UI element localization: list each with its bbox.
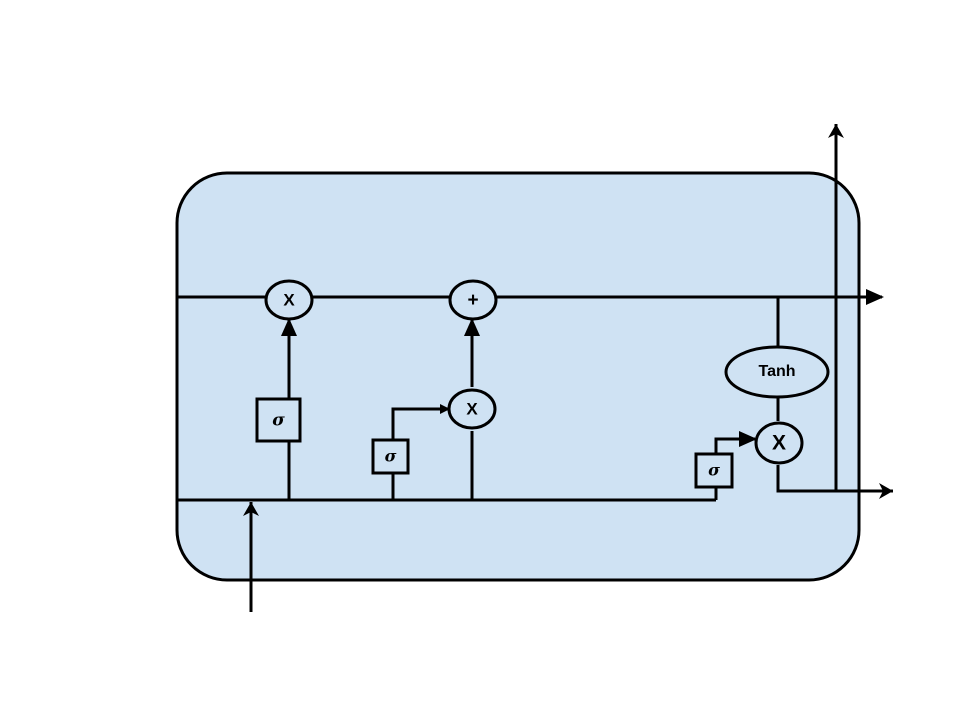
tanh-node: Tanh (724, 345, 830, 399)
add-node: + (448, 279, 498, 321)
output-gate-arrow (714, 431, 757, 454)
forget-multiply-node: X (264, 279, 314, 321)
input-gate-arrow (391, 404, 450, 440)
forget-multiply-label: X (283, 290, 295, 309)
input-multiply-node: X (447, 388, 497, 430)
input-multiply-label: X (466, 399, 478, 418)
add-label: + (467, 290, 478, 311)
output-multiply-node: X (754, 421, 804, 465)
input-sigma-label: σ (385, 447, 397, 466)
output-sigma-box: σ (694, 452, 734, 489)
forget-sigma-label: σ (272, 411, 285, 431)
tanh-label: Tanh (758, 363, 795, 380)
hidden-output-arrow (776, 465, 893, 499)
input-sigma-box: σ (371, 438, 410, 475)
lstm-cell-body (175, 171, 861, 582)
forget-sigma-box: σ (255, 397, 302, 443)
output-sigma-label: σ (708, 461, 720, 480)
output-multiply-label: X (772, 432, 786, 455)
